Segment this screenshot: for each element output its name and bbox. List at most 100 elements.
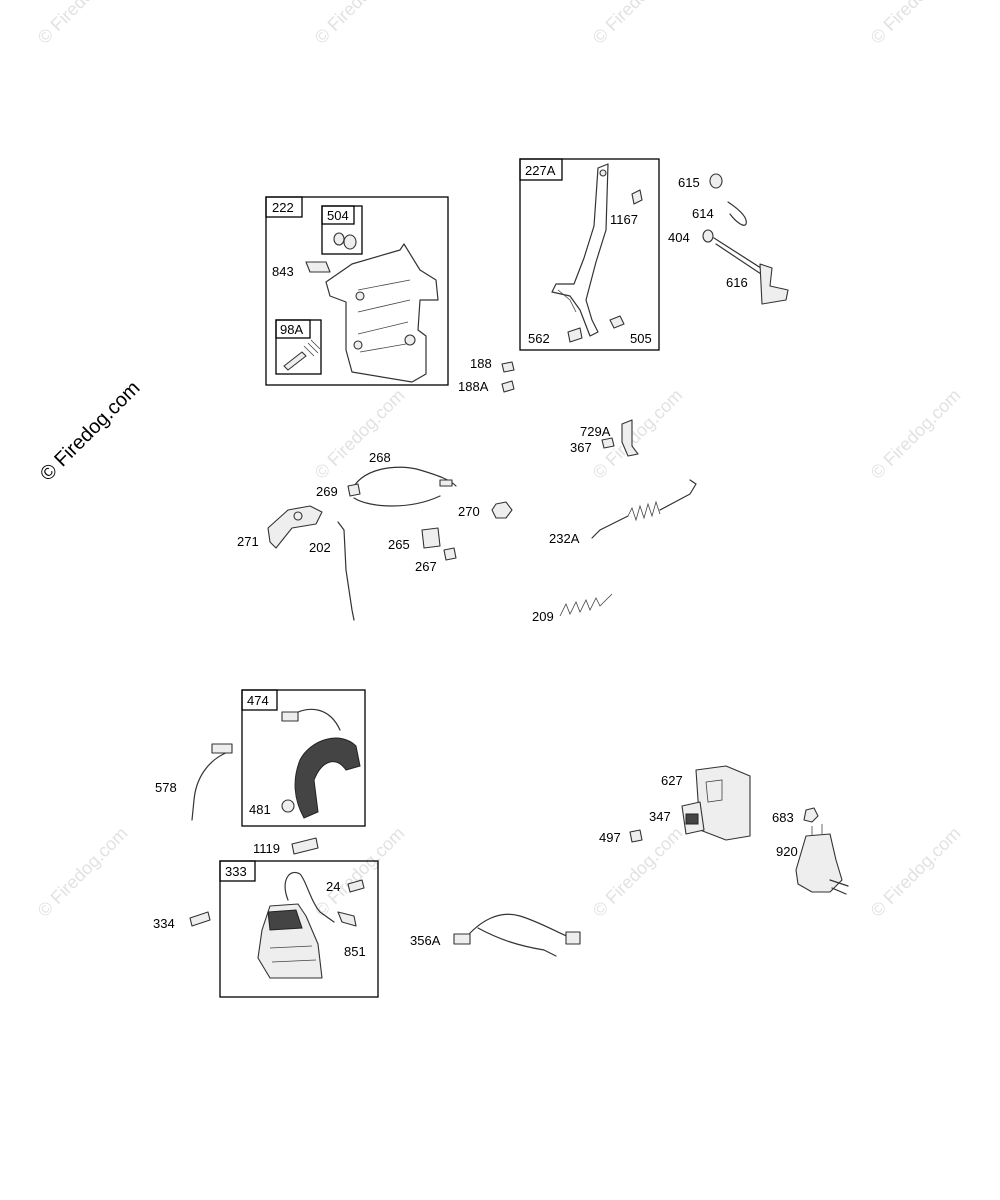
screw-267 [443, 547, 457, 561]
shaft-616 [713, 237, 765, 277]
rod-202 [337, 521, 355, 621]
label-356a: 356A [410, 933, 441, 948]
group-98a-tag [275, 319, 311, 339]
label-269: 269 [316, 484, 338, 499]
watermark-low-2: © Firedog.com [311, 823, 409, 921]
clip-269 [347, 483, 361, 497]
screw-1119 [291, 837, 319, 855]
armature-boot [281, 711, 299, 722]
group-474-tag [241, 689, 278, 711]
nut-683 [803, 807, 819, 823]
group-98a-label: 98A [280, 322, 303, 337]
armature-coil [294, 737, 361, 819]
label-270: 270 [458, 504, 480, 519]
group-222: 222 504 843 98A [265, 196, 449, 386]
screw-188a [501, 380, 515, 393]
group-333-frame [219, 860, 379, 998]
pad-843 [305, 261, 331, 273]
label-232a: 232A [549, 531, 580, 546]
label-562: 562 [528, 331, 550, 346]
label-267: 267 [415, 559, 437, 574]
bracket-hole-b [404, 334, 416, 346]
bracket-729a [621, 419, 639, 457]
group-504-label: 504 [327, 208, 349, 223]
label-347: 347 [649, 809, 671, 824]
screw-562 [567, 327, 583, 343]
label-334: 334 [153, 916, 175, 931]
screw-334 [189, 911, 211, 927]
group-227a-frame [519, 158, 660, 351]
solenoid-920 [795, 833, 843, 893]
label-481: 481 [249, 802, 271, 817]
label-209: 209 [532, 609, 554, 624]
cable-268-end [439, 479, 453, 487]
cable-268-inner [353, 495, 441, 507]
switch-347-face [685, 813, 699, 825]
nut-270 [491, 501, 513, 519]
label-271: 271 [237, 534, 259, 549]
group-474: 474 481 [241, 689, 366, 827]
nut-505 [609, 315, 625, 329]
part-24 [347, 879, 365, 893]
watermark-main: © Firedog.com [36, 377, 145, 486]
screw-367 [601, 437, 615, 449]
washer-504a [333, 232, 345, 246]
pin-614 [727, 201, 747, 226]
label-188: 188 [470, 356, 492, 371]
part-481 [281, 799, 295, 813]
lever-616 [759, 263, 789, 305]
group-474-label: 474 [247, 693, 269, 708]
washer-404 [702, 229, 714, 243]
watermark-low-4: © Firedog.com [867, 823, 965, 921]
label-265: 265 [388, 537, 410, 552]
wire-578 [191, 751, 229, 821]
watermark-top-4: © Firedog.com [867, 0, 965, 48]
wire-578-boot [211, 743, 233, 754]
lever-271 [267, 505, 323, 549]
label-268: 268 [369, 450, 391, 465]
label-404: 404 [668, 230, 690, 245]
throttle-lever [551, 163, 609, 337]
label-851: 851 [344, 944, 366, 959]
label-1119: 1119 [253, 841, 280, 856]
group-333-tag [219, 860, 256, 882]
label-505: 505 [630, 331, 652, 346]
label-497: 497 [599, 830, 621, 845]
bracket-hole-a [355, 291, 365, 301]
washer-504b [343, 234, 357, 250]
group-222-label: 222 [272, 200, 294, 215]
spring-209 [559, 593, 613, 617]
group-333: 333 24 851 [219, 860, 379, 998]
bracket-ribs [357, 279, 411, 353]
label-202: 202 [309, 540, 331, 555]
screw-98a [283, 351, 307, 371]
harness-356a-branch [477, 927, 557, 957]
watermark-top-1: © Firedog.com [34, 0, 132, 48]
spring-232a-hook-b [659, 479, 697, 511]
clamp-265 [421, 527, 441, 549]
module-core [267, 909, 303, 931]
screw-497 [629, 829, 643, 843]
label-616: 616 [726, 275, 748, 290]
watermark-low-1: © Firedog.com [34, 823, 132, 921]
solenoid-920-terminals [811, 824, 823, 836]
label-615: 615 [678, 175, 700, 190]
label-24: 24 [326, 879, 340, 894]
label-627: 627 [661, 773, 683, 788]
watermark-mid-2: © Firedog.com [311, 385, 409, 483]
watermark-top-2: © Firedog.com [311, 0, 409, 48]
screw-1167 [631, 189, 643, 205]
screw-188 [501, 361, 515, 373]
harness-356a [463, 913, 577, 941]
clip-615 [709, 173, 723, 189]
label-729a: 729A [580, 424, 611, 439]
solenoid-920-bracket [829, 879, 849, 895]
label-614: 614 [692, 206, 714, 221]
group-227a: 227A 1167 562 505 [519, 158, 660, 351]
bracket-hole-c [353, 340, 363, 350]
spring-232a-coil [627, 500, 661, 522]
label-683: 683 [772, 810, 794, 825]
group-504-tag [321, 205, 355, 225]
part-851 [337, 911, 357, 927]
